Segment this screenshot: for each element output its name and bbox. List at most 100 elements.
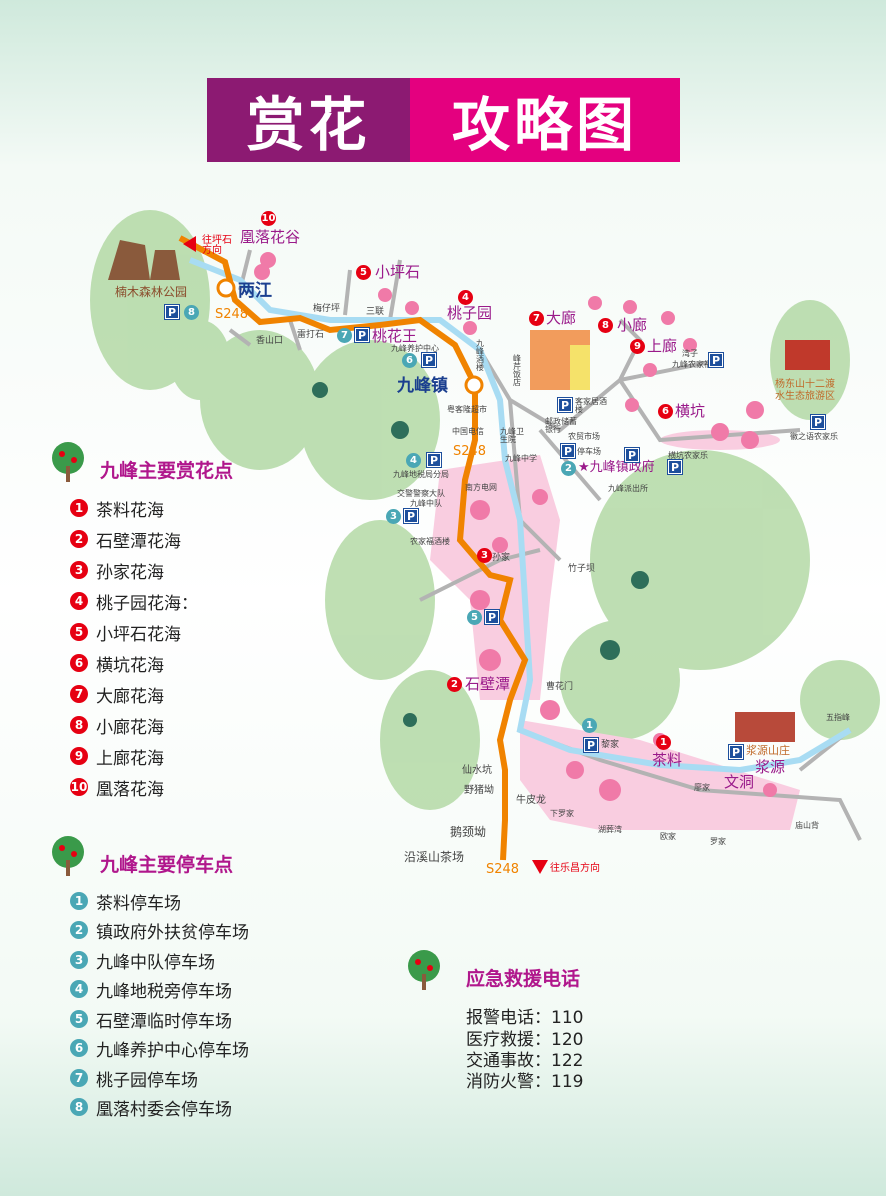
label-chaliao: 茶料 xyxy=(652,751,683,769)
label-to-pingshi: 往坪石方向 xyxy=(202,235,232,256)
pine-trees xyxy=(312,382,649,727)
arrow-left-pingshi xyxy=(183,236,196,252)
parking-sign: P xyxy=(421,352,437,368)
jiufeng-node xyxy=(464,375,484,395)
emergency-line-traffic: 交通事故：122 xyxy=(466,1051,584,1071)
number-badge: 6 xyxy=(70,654,88,672)
label-police: 九峰派出所 xyxy=(608,484,648,493)
item-label: 凰落花海 xyxy=(96,779,164,800)
label-supermarket: 粤客隆超市 xyxy=(447,405,487,414)
label-taoziyuan: 桃子园 xyxy=(447,304,493,322)
flower-marker-9: 9 xyxy=(630,339,645,354)
parking-sign: P xyxy=(354,327,370,343)
flower-marker-3: 3 xyxy=(477,548,492,563)
item-label: 茶料花海 xyxy=(96,500,164,521)
villa-landmark xyxy=(735,712,795,742)
arrow-down-lechang xyxy=(532,860,548,874)
label-traffic-police-1: 交警警察大队 xyxy=(397,489,445,498)
parking-heading: 九峰主要停车点 xyxy=(100,854,234,876)
emergency-line-fire: 消防火警：119 xyxy=(466,1072,584,1092)
label-post-bank: 邮政储蓄银行 xyxy=(545,417,577,434)
flower-spots-heading: 九峰主要赏花点 xyxy=(100,460,234,482)
label-ejingao: 鹅颈坳 xyxy=(450,825,487,839)
river xyxy=(188,257,852,774)
label-zhuziba: 竹子坝 xyxy=(568,564,596,574)
label-telecom: 中国电信 xyxy=(452,427,484,436)
flower-marker-2: 2 xyxy=(447,677,462,692)
label-wanzi-farm: 九峰农家福 xyxy=(672,360,712,369)
label-s248-north: S248 xyxy=(215,307,249,322)
label-liaojia: 廖家 xyxy=(694,783,710,792)
number-badge: 4 xyxy=(70,592,88,610)
liangjiang-node xyxy=(216,278,236,298)
parking-marker-5: 5 xyxy=(467,610,482,625)
label-hengkeng: 横坑 xyxy=(675,402,706,420)
label-yezhuao: 野猪坳 xyxy=(464,785,494,796)
item-label: 石壁潭花海 xyxy=(96,531,181,552)
item-label: 小廊花海 xyxy=(96,717,164,738)
parking-marker-4: 4 xyxy=(406,453,421,468)
tree-icon xyxy=(52,836,84,876)
item-label: 九峰中队停车场 xyxy=(96,952,215,973)
flower-spot-item: 8 小廊花海 xyxy=(70,714,164,738)
item-label: 凰落村委会停车场 xyxy=(96,1099,232,1120)
label-hakka-restaurant: 客家居酒楼 xyxy=(575,397,607,414)
parking-sign: P xyxy=(560,443,576,459)
rock-gate-landmark xyxy=(108,240,180,280)
label-power-grid: 南方电网 xyxy=(465,483,497,492)
number-badge: 8 xyxy=(70,716,88,734)
flower-marker-10: 10 xyxy=(261,211,276,226)
label-huizhiyu-farm: 徽之语农家乐 xyxy=(790,432,838,441)
label-nongjiafu: 农家福酒楼 xyxy=(410,537,450,546)
label-hospital: 九峰卫生院 xyxy=(500,427,524,444)
label-wanzi: 湾子 xyxy=(682,349,698,358)
number-badge: 7 xyxy=(70,685,88,703)
flower-marker-4: 4 xyxy=(458,290,473,305)
number-badge: 5 xyxy=(70,623,88,641)
label-miaoshanbei: 庙山背 xyxy=(795,821,819,830)
label-niupilong: 牛皮龙 xyxy=(516,795,546,806)
label-gov: ★九峰镇政府 xyxy=(578,460,655,475)
emergency-line-police: 报警电话：110 xyxy=(466,1008,584,1028)
label-xiaolang: 小廊 xyxy=(617,316,648,334)
blossom-trees xyxy=(254,252,777,801)
parking-marker-8: 8 xyxy=(184,305,199,320)
label-middle-school: 九峰中学 xyxy=(505,454,537,463)
flower-marker-1: 1 xyxy=(656,735,671,750)
number-badge: 1 xyxy=(70,499,88,517)
label-yangdong-2: 水生态旅游区 xyxy=(775,391,835,402)
label-shibitan: 石壁潭 xyxy=(465,675,511,693)
label-traffic-police-2: 九峰中队 xyxy=(410,499,442,508)
number-badge: 10 xyxy=(70,778,88,796)
item-label: 桃子园花海： xyxy=(96,593,198,614)
item-label: 孙家花海 xyxy=(96,562,164,583)
label-fenglou-valley: 凰落花谷 xyxy=(240,228,301,246)
emergency-heading: 应急救援电话 xyxy=(466,968,581,990)
label-hengkeng-farm: 横坑农家乐 xyxy=(668,451,708,460)
label-liangjiang: 两江 xyxy=(238,281,272,301)
label-yanxi-tea: 沿溪山茶场 xyxy=(404,850,465,864)
parking-sign: P xyxy=(810,414,826,430)
label-xianshuikeng: 仙水坑 xyxy=(462,765,492,776)
label-market: 农贸市场 xyxy=(568,432,600,441)
flower-marker-8: 8 xyxy=(598,318,613,333)
label-nanmu-park: 楠木森林公园 xyxy=(115,285,188,299)
number-badge: 5 xyxy=(70,1010,88,1028)
parking-marker-6: 6 xyxy=(402,353,417,368)
label-to-lechang: 往乐昌方向 xyxy=(550,863,600,874)
flower-spot-item: 4 桃子园花海： xyxy=(70,590,198,614)
parking-sign: P xyxy=(667,459,683,475)
buildings xyxy=(530,330,590,390)
parking-sign: P xyxy=(708,352,724,368)
title-part1: 赏花 xyxy=(207,78,410,162)
parking-sign: P xyxy=(164,304,180,320)
